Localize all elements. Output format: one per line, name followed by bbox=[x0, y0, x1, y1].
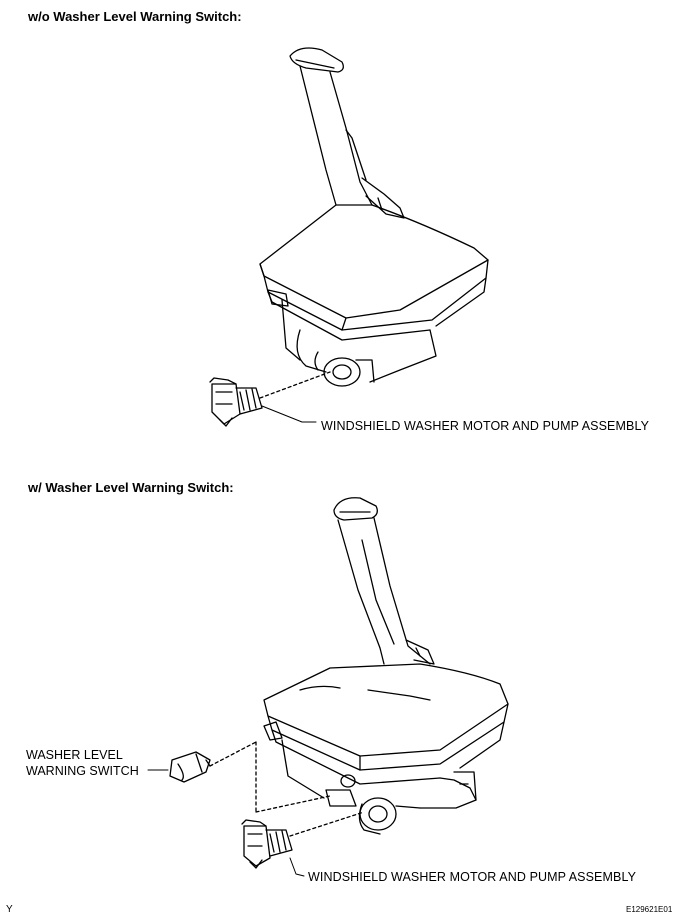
footer-left-mark: Y bbox=[6, 904, 13, 915]
bottom-section-heading: w/ Washer Level Warning Switch: bbox=[28, 480, 234, 495]
switch-callout: WASHER LEVEL WARNING SWITCH bbox=[26, 747, 139, 779]
bottom-assembly-lines bbox=[210, 742, 364, 836]
switch-callout-line2: WARNING SWITCH bbox=[26, 764, 139, 778]
bottom-pump-callout: WINDSHIELD WASHER MOTOR AND PUMP ASSEMBL… bbox=[308, 870, 637, 884]
top-pump-motor bbox=[210, 378, 262, 426]
top-pump-callout: WINDSHIELD WASHER MOTOR AND PUMP ASSEMBL… bbox=[321, 419, 650, 433]
bottom-pump-motor bbox=[242, 820, 292, 868]
top-section-heading: w/o Washer Level Warning Switch: bbox=[28, 9, 242, 24]
warning-switch-part bbox=[170, 752, 210, 782]
bottom-pump-leader-line bbox=[290, 858, 304, 876]
figure-code: E129621E01 bbox=[626, 905, 673, 914]
top-pump-leader-line bbox=[262, 406, 316, 422]
bottom-washer-tank bbox=[264, 498, 508, 834]
top-pump-assembly-line bbox=[260, 372, 330, 398]
switch-callout-line1: WASHER LEVEL bbox=[26, 748, 123, 762]
top-washer-tank bbox=[260, 48, 488, 386]
